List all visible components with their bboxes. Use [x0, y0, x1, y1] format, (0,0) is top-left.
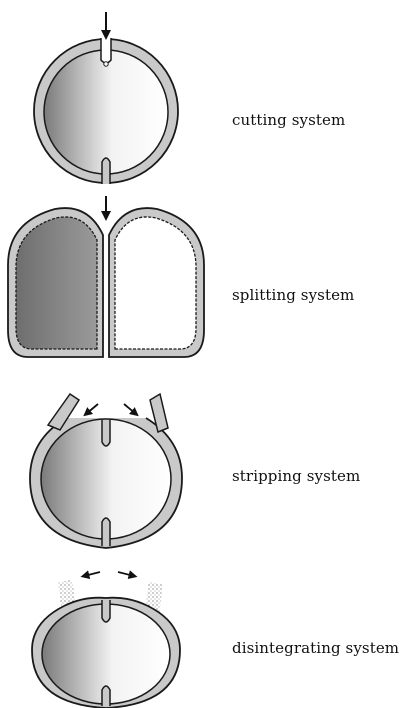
- disintegrating-system-figure: [32, 572, 180, 708]
- right-half: [109, 208, 204, 357]
- arrow-icon: [86, 404, 136, 414]
- bottom-groove: [102, 686, 110, 706]
- splitting-system-figure: [8, 196, 204, 357]
- arrow-icon: [84, 572, 134, 576]
- bottom-groove: [102, 158, 110, 184]
- left-half: [8, 208, 103, 357]
- cutting-system-figure: [34, 12, 178, 184]
- stripping-system-figure: [30, 394, 182, 548]
- splitting-system-label: splitting system: [232, 286, 354, 304]
- bottom-groove: [102, 518, 110, 546]
- top-notch: [101, 38, 111, 66]
- top-groove: [102, 420, 110, 446]
- top-groove: [102, 600, 110, 622]
- stripping-system-label: stripping system: [232, 467, 360, 485]
- disintegrating-system-label: disintegrating system: [232, 639, 399, 657]
- cutting-system-label: cutting system: [232, 111, 345, 129]
